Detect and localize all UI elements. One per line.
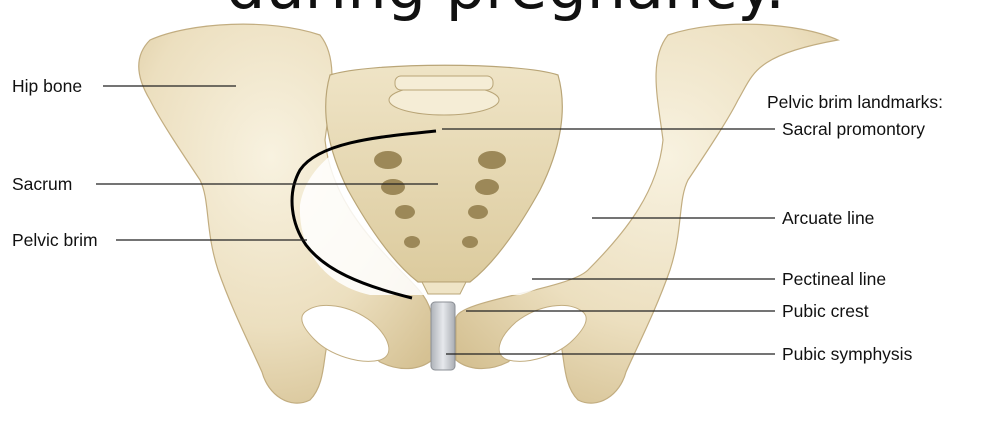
- label-sacrum: Sacrum: [12, 174, 72, 194]
- pubic-symphysis-disc: [431, 302, 455, 370]
- sacral-foramen: [475, 179, 499, 195]
- sacral-foramen: [404, 236, 420, 248]
- sacral-foramen: [468, 205, 488, 219]
- label-pubic-crest: Pubic crest: [782, 301, 869, 321]
- coccyx: [422, 282, 466, 294]
- label-arcuate-line: Arcuate line: [782, 208, 874, 228]
- sacral-foramen: [395, 205, 415, 219]
- label-pectineal-line: Pectineal line: [782, 269, 886, 289]
- sacral-foramen: [478, 151, 506, 169]
- label-sacral-promontory: Sacral promontory: [782, 119, 925, 139]
- sacral-foramen: [462, 236, 478, 248]
- label-pubic-symphysis: Pubic symphysis: [782, 344, 912, 364]
- label-landmarks-heading: Pelvic brim landmarks:: [767, 92, 943, 112]
- label-pelvic-brim: Pelvic brim: [12, 230, 98, 250]
- label-hip-bone: Hip bone: [12, 76, 82, 96]
- sacral-foramen: [374, 151, 402, 169]
- sacral-foramen: [381, 179, 405, 195]
- l5-stub: [395, 76, 493, 90]
